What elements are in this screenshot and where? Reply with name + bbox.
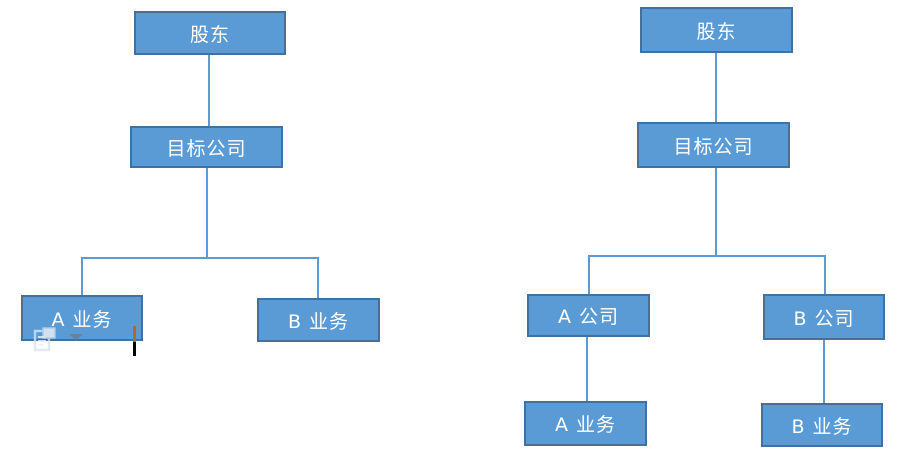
node-label: 股东 (696, 20, 737, 43)
clipboard-paste-icon[interactable] (33, 327, 57, 353)
node-company-b[interactable]: B 公司 (763, 294, 885, 340)
connector-branch-business-b[interactable] (317, 257, 319, 299)
connector-target-branch[interactable] (715, 168, 717, 256)
text-cursor-lower (133, 342, 136, 356)
node-business-b[interactable]: B 业务 (761, 403, 883, 447)
text-cursor-upper (133, 326, 136, 342)
node-label: A 公司 (557, 306, 620, 328)
node-business-a[interactable]: A 业务 (524, 401, 647, 446)
node-target-company[interactable]: 目标公司 (130, 126, 283, 168)
node-label: A 业务 (51, 308, 113, 331)
connector-branch-company-b[interactable] (824, 255, 826, 294)
node-label: 目标公司 (166, 137, 247, 160)
node-label: A 业务 (554, 414, 617, 436)
triangle-down-icon[interactable] (69, 334, 83, 341)
node-label: B 业务 (287, 310, 350, 333)
node-target-company[interactable]: 目标公司 (637, 122, 790, 168)
node-label: 目标公司 (673, 135, 754, 158)
node-shareholder[interactable]: 股东 (134, 11, 286, 55)
connector-branch-company-a[interactable] (588, 255, 590, 295)
connector-branch-horizontal[interactable] (588, 255, 826, 257)
node-label: 股东 (189, 23, 230, 46)
node-shareholder[interactable]: 股东 (640, 7, 793, 53)
connector-branch-horizontal[interactable] (81, 257, 319, 259)
node-business-b[interactable]: B 业务 (257, 298, 380, 342)
node-label: B 公司 (793, 307, 855, 330)
connector-company-a-business-a[interactable] (586, 337, 588, 401)
connector-shareholder-target[interactable] (715, 53, 717, 122)
connector-company-b-business-b[interactable] (823, 340, 825, 403)
node-label: B 业务 (791, 415, 853, 438)
connector-target-branch[interactable] (206, 168, 208, 258)
connector-shareholder-target[interactable] (208, 55, 210, 127)
connector-branch-business-a[interactable] (81, 257, 83, 295)
node-company-a[interactable]: A 公司 (527, 294, 650, 337)
